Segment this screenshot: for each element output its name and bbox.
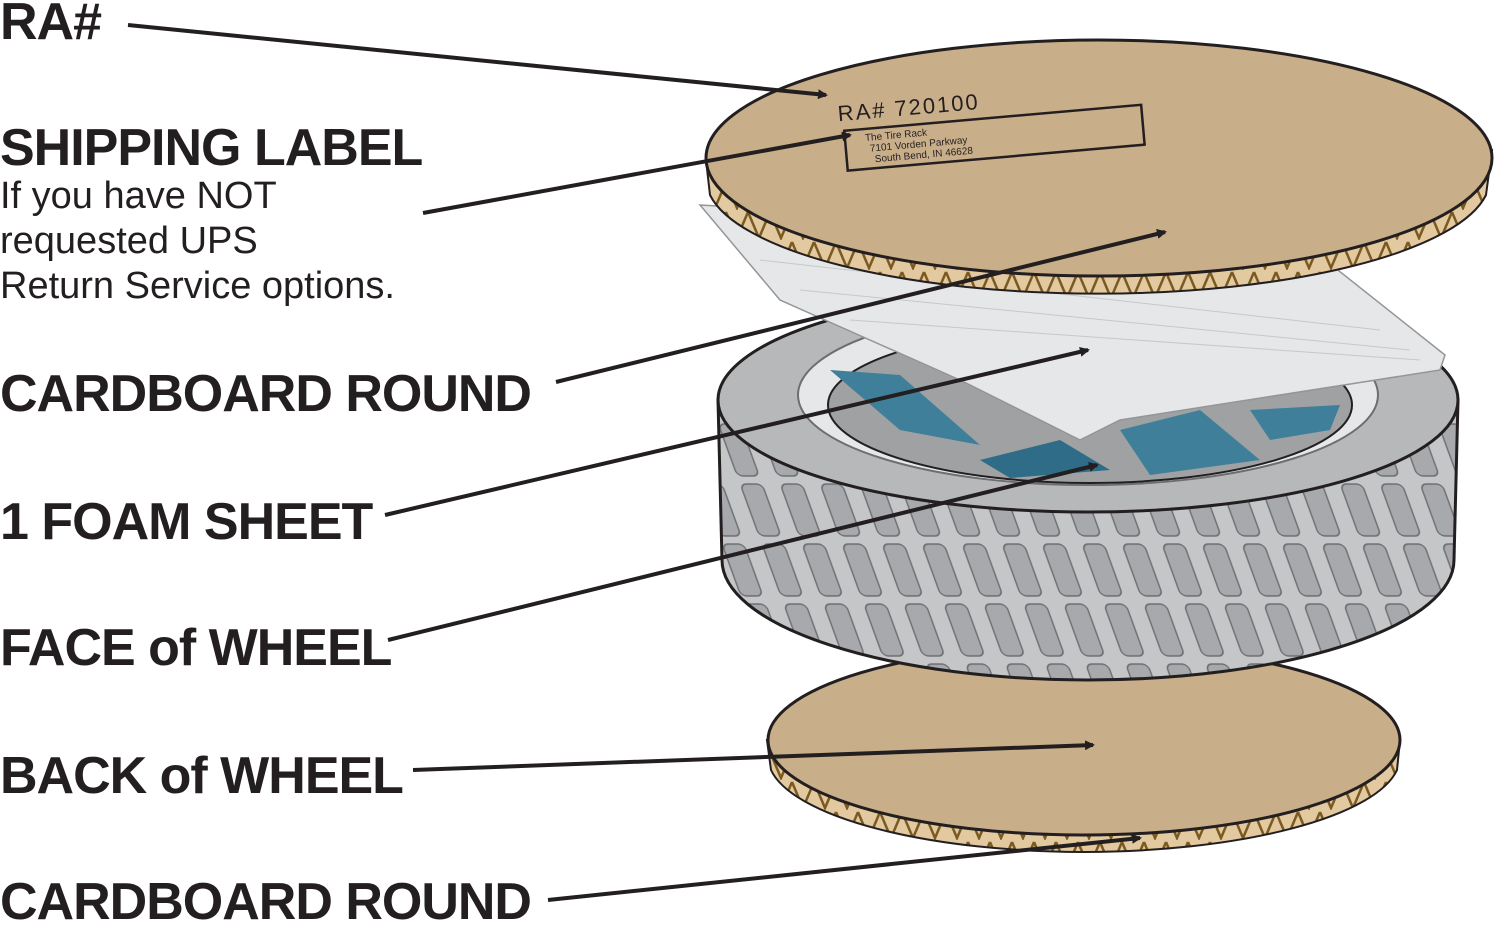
label-face-of-wheel: FACE of WHEEL [0,619,392,677]
label-cardboard-round-bottom: CARDBOARD ROUND [0,873,532,931]
arrow-back-of-wheel [412,740,1095,772]
shipping-note-line: If you have NOT [0,175,277,217]
label-ra: RA# [0,0,102,51]
arrow-cardboard-bottom [547,833,1142,902]
label-shipping-label: SHIPPING LABEL [0,119,423,177]
label-cardboard-round-top: CARDBOARD ROUND [0,365,532,423]
shipping-address: The Tire Rack 7101 Vorden Parkway South … [865,124,974,166]
arrow-ra [127,23,828,100]
shipping-note-line: requested UPS [0,220,258,262]
label-back-of-wheel: BACK of WHEEL [0,747,404,805]
wheel-face [830,370,1340,478]
leader-arrows [127,23,1167,902]
shipping-label-box [842,103,1146,172]
label-foam-sheet: 1 FOAM SHEET [0,493,373,551]
arrow-shipping-label [422,131,852,215]
cardboard-round-top: RA# 720100 The Tire Rack 7101 Vorden Par… [704,38,1494,295]
shipping-note-line: Return Service options. [0,265,395,307]
shipping-note: If you have NOT requested UPS Return Ser… [0,174,395,309]
arrow-face-of-wheel [387,462,1099,642]
arrow-cardboard-top [555,229,1167,384]
arrow-foam-sheet [384,346,1090,517]
